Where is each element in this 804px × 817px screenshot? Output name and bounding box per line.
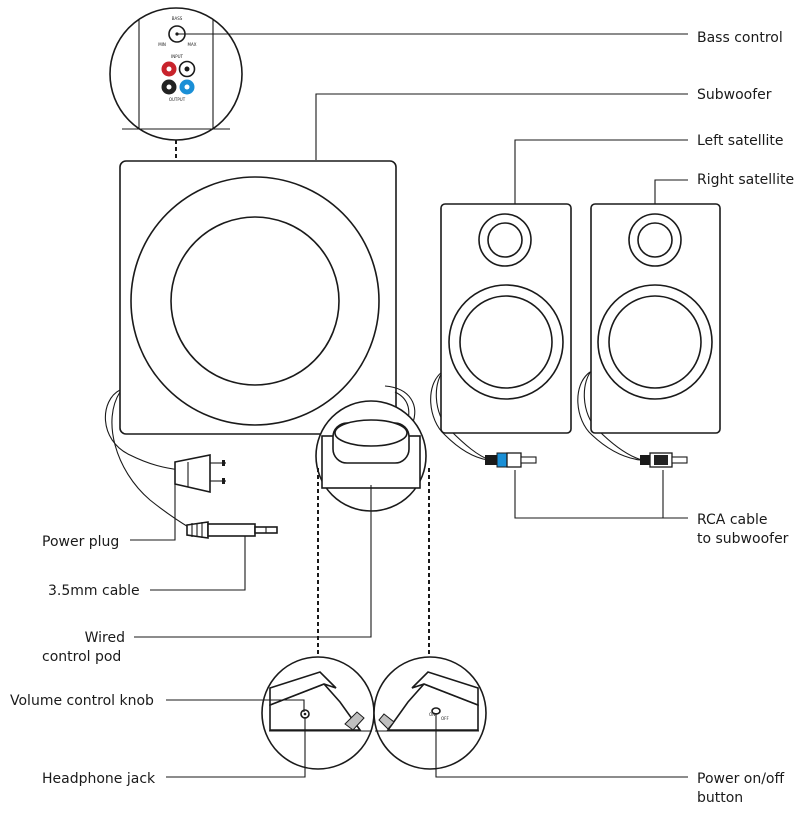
- left-satellite: [430, 203, 572, 461]
- subwoofer: [104, 160, 397, 529]
- label-rca-cable-line2: to subwoofer: [697, 531, 789, 547]
- label-left-satellite: Left satellite: [697, 133, 784, 149]
- label-subwoofer: Subwoofer: [697, 87, 772, 103]
- subwoofer-driver-inner: [170, 216, 340, 386]
- power-off-text: OFF: [441, 716, 449, 721]
- label-35mm-cable: 3.5mm cable: [48, 583, 140, 599]
- power-on-text: ON: [429, 712, 435, 717]
- bass-min-text: MIN: [158, 42, 166, 47]
- label-headphone-jack: Headphone jack: [42, 771, 156, 787]
- label-right-satellite: Right satellite: [697, 172, 794, 188]
- label-volume-knob: Volume control knob: [10, 693, 154, 709]
- input-label-text: INPUT: [171, 54, 184, 59]
- left-rca-connector-icon: [485, 452, 537, 468]
- label-wired-pod-line2: control pod: [42, 649, 121, 665]
- cable-35mm-plug-icon: [186, 521, 278, 539]
- label-wired-pod-line1: Wired: [85, 630, 125, 646]
- bass-label-text: BASS: [172, 16, 183, 21]
- power-plug-icon: [174, 454, 226, 494]
- label-power-button-line1: Power on/off: [697, 771, 784, 787]
- label-rca-cable-line1: RCA cable: [697, 512, 768, 528]
- label-power-button-line2: button: [697, 790, 743, 806]
- inset-cable-right-icon: [378, 713, 395, 730]
- labels: Bass control Subwoofer Left satellite Ri…: [10, 30, 794, 806]
- wired-control-pod: [315, 385, 427, 512]
- power-side-inset: ON OFF: [373, 656, 487, 770]
- volume-side-inset: [261, 656, 375, 770]
- pod-knob-top-icon: [334, 419, 408, 447]
- inset-cable-left-icon: [344, 711, 365, 731]
- right-rca-connector-icon: [640, 452, 688, 468]
- right-satellite: [577, 203, 721, 461]
- output-label-text: OUTPUT: [169, 97, 186, 102]
- bass-panel-inset: BASS MIN MAX INPUT OUTPUT: [109, 7, 243, 141]
- label-bass-control: Bass control: [697, 30, 783, 46]
- bass-max-text: MAX: [188, 42, 197, 47]
- label-power-plug: Power plug: [42, 534, 119, 550]
- leader-lines: [130, 33, 688, 778]
